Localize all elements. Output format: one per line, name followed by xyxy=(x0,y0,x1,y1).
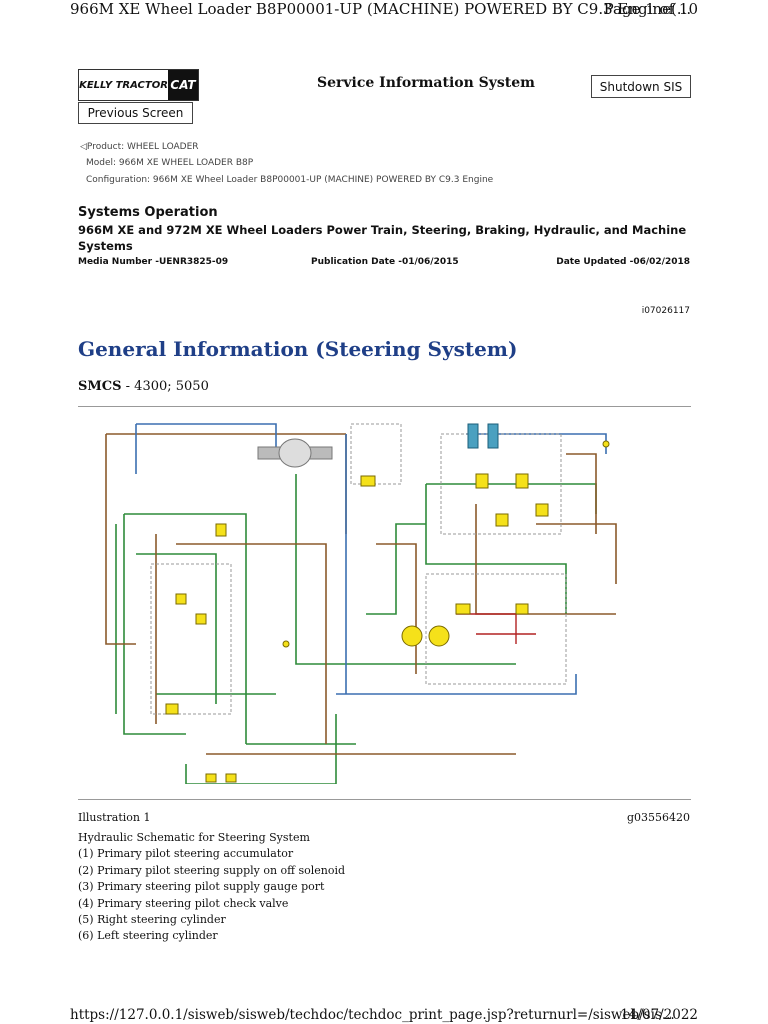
divider-bottom xyxy=(78,799,691,800)
date-updated: Date Updated -06/02/2018 xyxy=(556,257,690,267)
document-type: Systems Operation xyxy=(78,205,218,220)
cat-logo-icon: CAT xyxy=(168,70,198,100)
publication-date: Publication Date -01/06/2015 xyxy=(311,257,459,267)
shutdown-sis-button[interactable]: Shutdown SIS xyxy=(591,75,691,98)
hydraulic-schematic-diagram xyxy=(96,414,658,784)
smcs-codes: SMCS - 4300; 5050 xyxy=(78,379,209,394)
callout-item: (5) Right steering cylinder xyxy=(78,913,226,927)
dealer-name: KELLY TRACTOR xyxy=(79,79,168,91)
smcs-label: SMCS xyxy=(78,379,122,394)
callout-item: (6) Left steering cylinder xyxy=(78,929,218,943)
callout-item: (3) Primary steering pilot supply gauge … xyxy=(78,880,325,894)
document-title: 966M XE and 972M XE Wheel Loaders Power … xyxy=(78,223,687,253)
model-line: Model: 966M XE WHEEL LOADER B8P xyxy=(86,158,254,168)
divider-top xyxy=(78,406,691,407)
graphic-id: g03556420 xyxy=(626,811,690,824)
previous-screen-button[interactable]: Previous Screen xyxy=(78,102,193,124)
sis-title: Service Information System xyxy=(317,75,535,91)
footer-url: https://127.0.0.1/sisweb/sisweb/techdoc/… xyxy=(70,1007,675,1023)
media-number: Media Number -UENR3825-09 xyxy=(78,257,229,267)
illustration-label: Illustration 1 xyxy=(78,811,151,824)
kelly-tractor-cat-logo: KELLY TRACTOR CAT xyxy=(78,69,199,101)
illustration-caption: Hydraulic Schematic for Steering System xyxy=(78,831,310,844)
illustration-caption-list: Hydraulic Schematic for Steering System … xyxy=(78,830,345,945)
print-header-page: Page 1 of 10 xyxy=(603,0,698,18)
document-id: i07026117 xyxy=(641,306,690,316)
callout-item: (4) Primary steering pilot check valve xyxy=(78,896,289,910)
product-line[interactable]: ◁Product: WHEEL LOADER xyxy=(80,142,199,152)
configuration-line: Configuration: 966M XE Wheel Loader B8P0… xyxy=(86,175,494,185)
print-header-title: 966M XE Wheel Loader B8P00001-UP (MACHIN… xyxy=(70,0,692,18)
section-title: General Information (Steering System) xyxy=(78,337,518,361)
footer-date: 14/07/2022 xyxy=(620,1007,698,1023)
callout-item: (2) Primary pilot steering supply on off… xyxy=(78,863,346,877)
callout-item: (1) Primary pilot steering accumulator xyxy=(78,847,294,861)
smcs-value: - 4300; 5050 xyxy=(121,379,209,394)
